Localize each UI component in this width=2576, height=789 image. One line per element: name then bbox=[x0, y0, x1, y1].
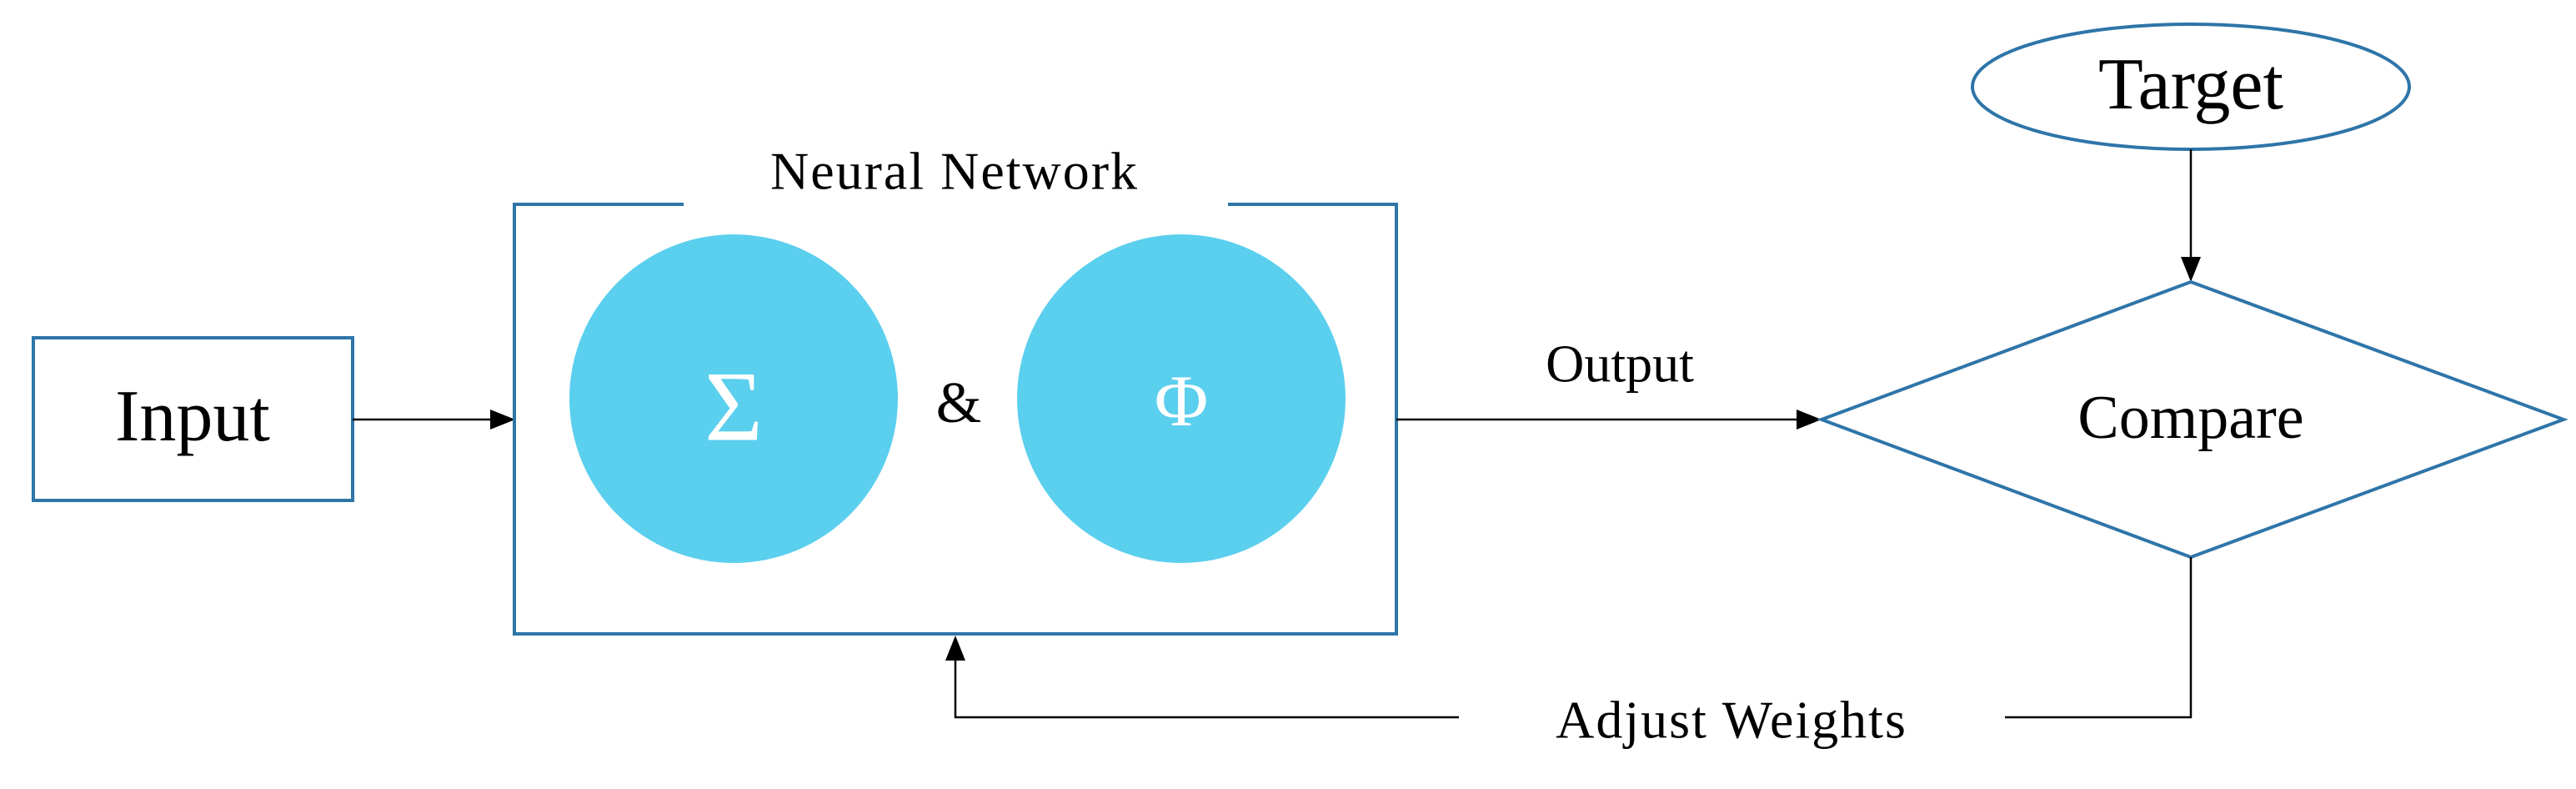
feedback-arrowhead bbox=[945, 636, 965, 661]
sum-circle bbox=[569, 234, 898, 563]
output-label: Output bbox=[1546, 334, 1694, 394]
target-to-compare-arrow bbox=[2181, 149, 2201, 282]
network-node: Neural Network Σ & Φ bbox=[513, 142, 1398, 636]
input-to-network-arrow bbox=[353, 410, 515, 430]
feedback-left-segment bbox=[954, 661, 1459, 719]
feedback-label: Adjust Weights bbox=[1556, 691, 1907, 750]
compare-label: Compare bbox=[2077, 384, 2303, 452]
ampersand-label: & bbox=[936, 371, 981, 435]
target-to-compare-arrowhead bbox=[2181, 257, 2201, 282]
target-label: Target bbox=[2098, 44, 2283, 125]
target-node: Target bbox=[1971, 23, 2411, 151]
feedback-right-segment bbox=[2005, 557, 2193, 719]
feedback-arrow: Adjust Weights bbox=[945, 557, 2193, 750]
network-title: Neural Network bbox=[770, 142, 1139, 201]
sum-symbol: Σ bbox=[704, 351, 763, 462]
compare-node: Compare bbox=[1817, 279, 2568, 560]
output-arrowhead bbox=[1797, 410, 1822, 430]
input-node: Input bbox=[32, 336, 354, 502]
input-label: Input bbox=[115, 376, 270, 457]
input-to-network-arrowhead bbox=[490, 410, 515, 430]
activation-circle bbox=[1017, 234, 1346, 563]
output-arrow: Output bbox=[1396, 334, 1822, 430]
activation-symbol: Φ bbox=[1155, 361, 1208, 442]
network-box bbox=[513, 203, 1398, 636]
